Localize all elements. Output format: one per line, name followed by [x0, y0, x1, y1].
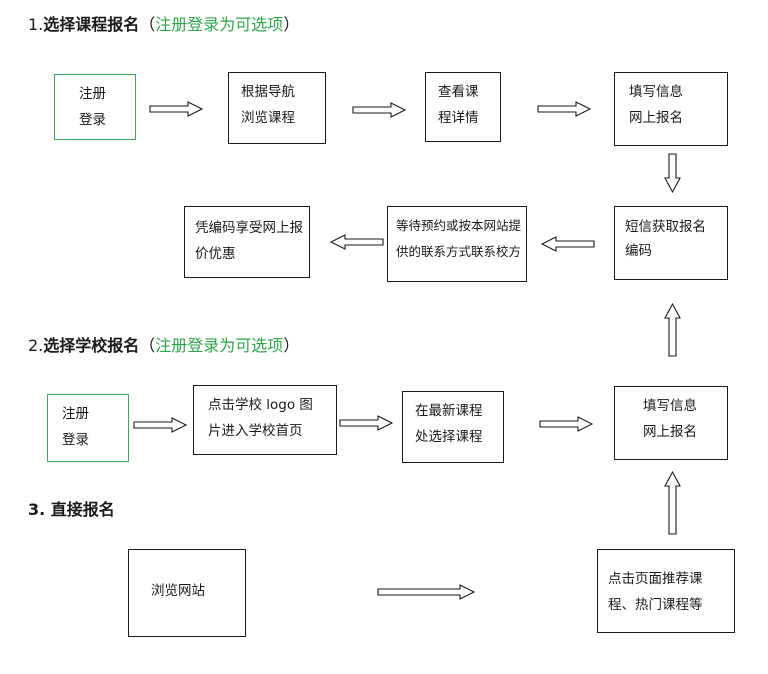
section2-paren-close: ） — [283, 336, 300, 355]
flow3-recommend-line1: 点击页面推荐课 — [608, 571, 703, 587]
flow1-fill-line1: 填写信息 — [629, 84, 683, 100]
flow3-browse-line1: 浏览网站 — [151, 583, 205, 599]
flow1-wait-line2: 供的联系方式联系校方 — [396, 244, 522, 259]
flow2-latest-line2: 处选择课程 — [415, 429, 483, 445]
arrow-left-1 — [540, 236, 595, 252]
section1-paren-close: ） — [283, 15, 300, 34]
flow2-logo-box: 点击学校 logo 图 片进入学校首页 — [193, 385, 337, 455]
flow3-recommend-box: 点击页面推荐课 程、热门课程等 — [597, 549, 735, 633]
arrow-right-3 — [537, 101, 592, 117]
arrow-right-7 — [377, 584, 476, 600]
section1-note: 注册登录为可选项 — [155, 15, 284, 34]
flow2-register-box: 注册 登录 — [47, 394, 129, 462]
flow1-browse-line1: 根据导航 — [241, 84, 295, 100]
flow1-wait-box: 等待预约或按本网站提 供的联系方式联系校方 — [387, 206, 527, 282]
arrow-right-1 — [149, 101, 204, 117]
arrow-right-2 — [352, 102, 407, 118]
flow2-fill-line2: 网上报名 — [643, 424, 697, 440]
flow2-logo-line1: 点击学校 logo 图 — [208, 397, 313, 413]
flow1-register-box: 注册 登录 — [54, 74, 136, 140]
flow1-details-line1: 查看课 — [438, 84, 479, 100]
flow2-register-line2: 登录 — [62, 432, 89, 448]
arrow-up-1 — [664, 302, 681, 357]
section1-title: 选择课程报名 — [43, 15, 140, 34]
arrow-down-1 — [664, 153, 681, 194]
arrow-right-6 — [539, 416, 594, 432]
flow1-browse-box: 根据导航 浏览课程 — [228, 72, 326, 144]
flow1-discount-box: 凭编码享受网上报 价优惠 — [184, 206, 310, 278]
flow2-fill-box: 填写信息 网上报名 — [614, 386, 728, 460]
flow1-register-line1: 注册 — [79, 86, 106, 102]
flow1-fill-line2: 网上报名 — [629, 110, 683, 126]
flow2-logo-line2: 片进入学校首页 — [208, 423, 303, 439]
flow2-latest-box: 在最新课程 处选择课程 — [402, 391, 504, 463]
flow3-browse-box: 浏览网站 — [128, 549, 246, 637]
arrow-up-2 — [664, 470, 681, 535]
flow1-details-box: 查看课 程详情 — [425, 72, 501, 142]
flow1-details-line2: 程详情 — [438, 110, 479, 126]
arrow-right-4 — [133, 417, 188, 433]
flow1-register-line2: 登录 — [79, 112, 106, 128]
flow1-sms-line2: 编码 — [625, 243, 652, 259]
section3-title: 3. 直接报名 — [28, 500, 115, 519]
section1-heading: 1.选择课程报名（注册登录为可选项） — [28, 11, 299, 35]
flow1-fill-box: 填写信息 网上报名 — [614, 72, 728, 146]
flow3-recommend-line2: 程、热门课程等 — [608, 597, 703, 613]
arrow-left-2 — [329, 234, 384, 250]
flow2-fill-line1: 填写信息 — [643, 398, 697, 414]
section1-prefix: 1. — [28, 15, 44, 34]
section2-prefix: 2. — [28, 336, 44, 355]
section2-note: 注册登录为可选项 — [155, 336, 284, 355]
flow1-discount-line2: 价优惠 — [195, 246, 236, 262]
arrow-right-5 — [339, 415, 394, 431]
section1-paren-open: （ — [139, 15, 156, 34]
flow1-browse-line2: 浏览课程 — [241, 110, 295, 126]
section2-heading: 2.选择学校报名（注册登录为可选项） — [28, 332, 299, 356]
section2-paren-open: （ — [139, 336, 156, 355]
section3-heading: 3. 直接报名 — [28, 496, 115, 520]
section2-title: 选择学校报名 — [43, 336, 140, 355]
flow2-register-line1: 注册 — [62, 406, 89, 422]
flow1-sms-line1: 短信获取报名 — [625, 219, 706, 235]
flow1-wait-line1: 等待预约或按本网站提 — [396, 218, 522, 233]
flow1-sms-box: 短信获取报名 编码 — [614, 206, 728, 280]
flow1-discount-line1: 凭编码享受网上报 — [195, 220, 303, 236]
flow2-latest-line1: 在最新课程 — [415, 403, 483, 419]
